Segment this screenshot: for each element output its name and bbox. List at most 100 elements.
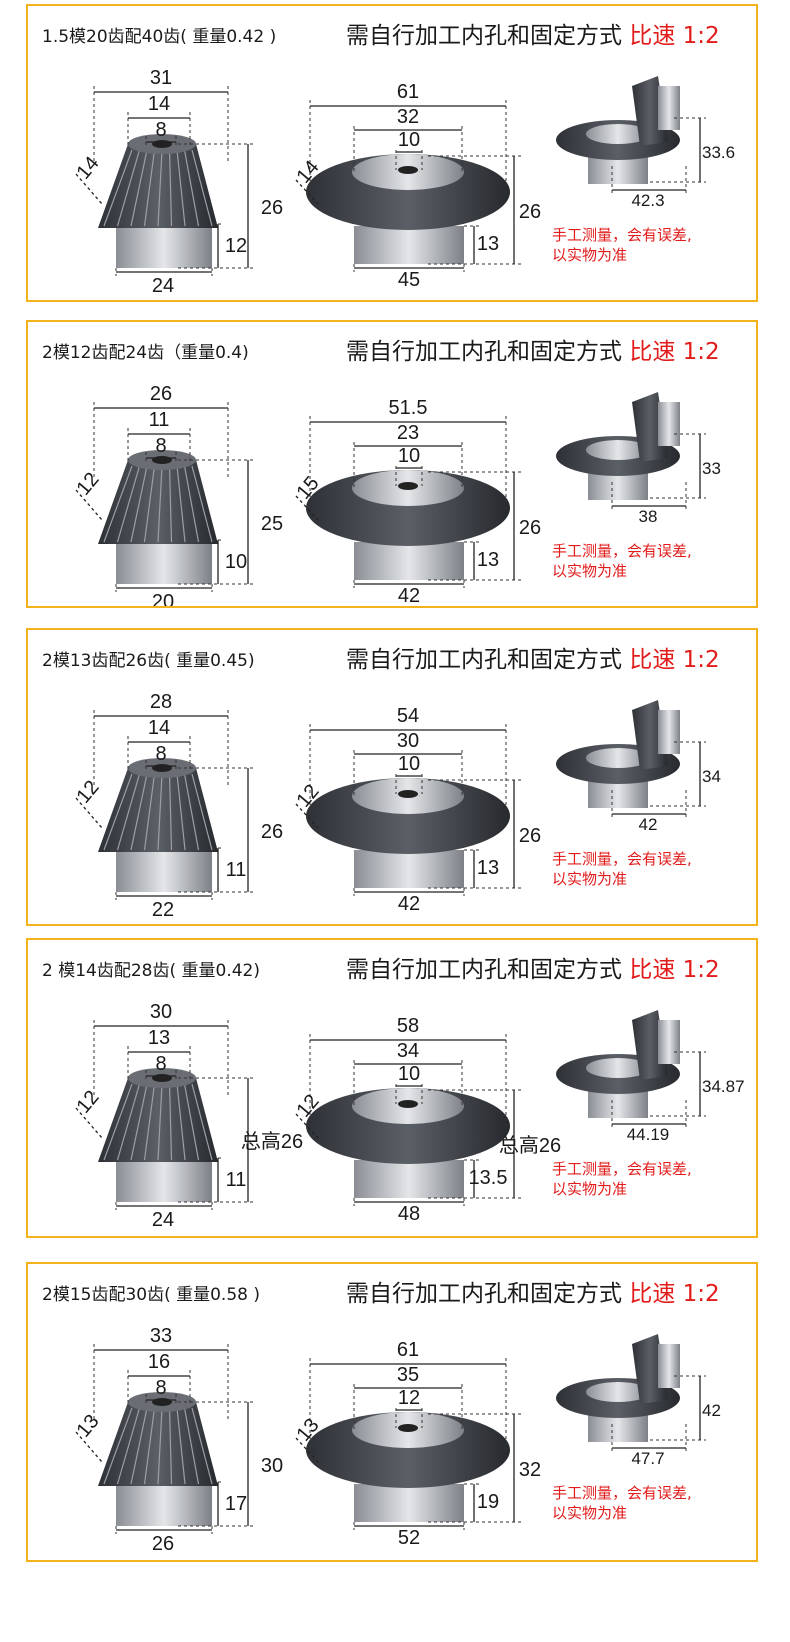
- small-gear-bore: [152, 456, 172, 464]
- large-gear-bore: [398, 1424, 418, 1432]
- small-gear-hub-height: 12: [225, 235, 247, 257]
- speed-ratio: 比速 1:2: [629, 647, 720, 673]
- large-gear-hub-height: 19: [477, 1491, 499, 1513]
- large-gear-dimension-lines: [295, 729, 515, 893]
- assembly-dimension-lines: [612, 1376, 701, 1449]
- small-gear-hub-height: 10: [225, 551, 247, 573]
- large-gear-hub: [354, 850, 464, 888]
- small-gear-hub-base-diameter: 24: [152, 275, 174, 297]
- small-gear-tooth-lines: [103, 149, 213, 227]
- measurement-disclaimer-line2: 以实物为准: [552, 246, 627, 264]
- processing-note-header: 需自行加工内孔和固定方式 比速 1:2: [346, 640, 720, 674]
- small-gear-bore-diameter: 8: [155, 743, 166, 765]
- small-gear-total-height: 26: [261, 197, 283, 219]
- small-gear-total-height: 25: [261, 513, 283, 535]
- dimension-diagram: 26 11 8 12 25 10 20: [72, 383, 720, 607]
- large-gear-bore: [398, 1100, 418, 1108]
- large-gear-bore: [398, 166, 418, 174]
- large-gear-bore: [398, 790, 418, 798]
- large-gear-drawing: [306, 154, 510, 264]
- small-gear-hub-diameter: 14: [148, 717, 170, 739]
- small-gear-teeth: [98, 1402, 218, 1486]
- large-gear-outer-diameter: 51.5: [389, 397, 428, 419]
- assembly-height: 42: [702, 1401, 721, 1420]
- small-gear-outer-diameter: 31: [150, 67, 172, 89]
- small-gear-hub-base-diameter: 26: [152, 1533, 174, 1555]
- assembly-dimension-lines: [612, 434, 701, 507]
- small-gear-drawing: [98, 758, 218, 892]
- large-gear-dimension-lines: [295, 105, 515, 269]
- small-gear-dimension-lines: [75, 407, 249, 589]
- measurement-disclaimer-line1: 手工测量，会有误差,: [552, 850, 692, 868]
- gear-pair-spec: 2 模14齿配28齿( 重量0.42): [42, 961, 261, 981]
- small-gear-hub: [116, 848, 212, 892]
- measurement-disclaimer-line2: 以实物为准: [552, 1504, 627, 1522]
- large-gear-total-height: 26: [519, 517, 541, 539]
- small-gear-tooth-lines: [103, 1407, 213, 1485]
- processing-note: 需自行加工内孔和固定方式: [346, 647, 622, 673]
- small-gear-total-height: 26: [261, 821, 283, 843]
- small-gear-hub-base-diameter: 22: [152, 899, 174, 921]
- large-gear-hub: [354, 1160, 464, 1198]
- gear-spec-panel-3: 2模13齿配26齿( 重量0.45) 需自行加工内孔和固定方式 比速 1:2: [26, 628, 758, 926]
- small-gear-tooth-face-width: 12: [72, 1086, 103, 1117]
- large-gear-bore-diameter: 10: [398, 129, 420, 151]
- large-gear-outer-diameter: 61: [397, 1339, 419, 1361]
- small-gear-hub-base-diameter: 24: [152, 1209, 174, 1231]
- large-gear-hub-base-diameter: 48: [398, 1203, 420, 1225]
- speed-ratio: 比速 1:2: [629, 339, 720, 365]
- assembly-guides: [611, 741, 706, 820]
- small-gear-outer-diameter: 28: [150, 691, 172, 713]
- small-gear-teeth: [98, 1078, 218, 1162]
- assembly-width: 42.3: [631, 191, 664, 210]
- measurement-disclaimer-line2: 以实物为准: [552, 1180, 627, 1198]
- dimension-diagram: 31 14 8 14 26 12 24: [72, 67, 735, 297]
- large-gear-bore-diameter: 12: [398, 1387, 420, 1409]
- measurement-disclaimer-line1: 手工测量，会有误差,: [552, 542, 692, 560]
- large-gear-hub: [354, 1484, 464, 1522]
- large-gear-bore-diameter: 10: [398, 445, 420, 467]
- small-gear-bore: [152, 764, 172, 772]
- assembly-height: 34.87: [702, 1077, 745, 1096]
- assembly-width: 38: [639, 507, 658, 526]
- dimension-diagram: 33 16 8 13 30 17 26: [72, 1325, 721, 1555]
- large-gear-dimension-lines: [295, 1039, 515, 1203]
- small-gear-hub: [116, 1158, 212, 1202]
- assembly-dimension-lines: [612, 118, 701, 191]
- small-gear-bore-diameter: 8: [155, 1053, 166, 1075]
- gear-pair-spec: 2模12齿配24齿（重量0.4): [42, 343, 249, 363]
- dimension-diagram: 30 13 8 12 总高26 11 24: [72, 1001, 745, 1231]
- small-gear-hub-diameter: 11: [149, 409, 170, 431]
- small-gear-tooth-face-width: 12: [72, 776, 103, 807]
- processing-note: 需自行加工内孔和固定方式: [346, 957, 622, 983]
- measurement-disclaimer-line1: 手工测量，会有误差,: [552, 1484, 692, 1502]
- large-gear-total-height: 总高26: [499, 1134, 561, 1157]
- small-gear-bore-diameter: 8: [155, 119, 166, 141]
- gear-spec-panel-4: 2 模14齿配28齿( 重量0.42) 需自行加工内孔和固定方式 比速 1:2: [26, 938, 758, 1238]
- small-gear-teeth: [98, 460, 218, 544]
- small-gear-hub-diameter: 14: [148, 93, 170, 115]
- large-gear-hub-base-diameter: 42: [398, 585, 420, 607]
- small-gear-teeth: [98, 768, 218, 852]
- assembly-height: 33.6: [702, 143, 735, 162]
- gear-spec-panel-5: 2模15齿配30齿( 重量0.58 ) 需自行加工内孔和固定方式 比速 1:2: [26, 1262, 758, 1562]
- small-gear-hub-diameter: 13: [148, 1027, 170, 1049]
- large-gear-hub-diameter: 30: [397, 730, 419, 752]
- large-gear-dimension-lines: [295, 421, 515, 585]
- small-gear-tooth-lines: [103, 1083, 213, 1161]
- small-gear-outer-diameter: 33: [150, 1325, 172, 1347]
- small-gear-dimension-lines: [75, 715, 249, 897]
- large-gear-drawing: [306, 470, 510, 580]
- small-gear-dimension-lines: [75, 91, 249, 273]
- measurement-disclaimer-line2: 以实物为准: [552, 562, 627, 580]
- small-gear-drawing: [98, 450, 218, 584]
- small-gear-total-height: 总高26: [241, 1130, 303, 1153]
- assembly-height: 34: [702, 767, 721, 786]
- large-gear-total-height: 26: [519, 201, 541, 223]
- measurement-disclaimer-line1: 手工测量，会有误差,: [552, 226, 692, 244]
- gear-pair-spec: 2模13齿配26齿( 重量0.45): [42, 651, 255, 671]
- assembly-guides: [611, 1375, 706, 1454]
- speed-ratio: 比速 1:2: [629, 1281, 720, 1307]
- small-gear-drawing: [98, 1068, 218, 1202]
- large-gear-hub-base-diameter: 45: [398, 269, 420, 291]
